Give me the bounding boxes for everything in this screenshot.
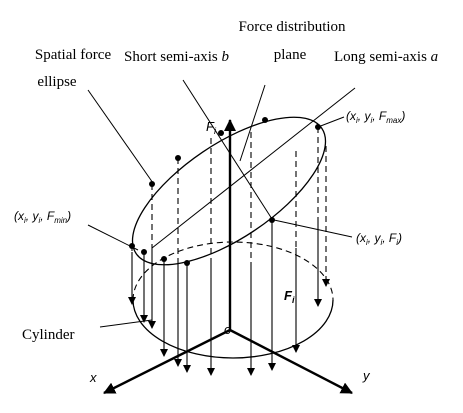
short-semi-axis-line bbox=[182, 79, 273, 220]
coord-fi: (xi, yi, Fi) bbox=[356, 231, 402, 247]
spatial-ellipse-label-2: ellipse bbox=[37, 74, 76, 90]
long-semi-axis-line bbox=[151, 87, 356, 249]
force-distribution-plane-label-1: Force distribution bbox=[238, 19, 346, 35]
cylinder-base-back bbox=[132, 241, 334, 301]
leader-fi bbox=[273, 219, 353, 238]
leader-fmax bbox=[317, 116, 345, 128]
y-axis bbox=[229, 328, 353, 395]
short-semi-axis-label: Short semi-axis b bbox=[124, 49, 230, 65]
coord-fmin: (xi, yi, Fmin) bbox=[14, 209, 71, 225]
x-axis-label: x bbox=[89, 370, 97, 385]
force-top-label: Fi bbox=[206, 119, 217, 136]
spatial-force-ellipse bbox=[131, 116, 327, 266]
long-semi-axis-label: Long semi-axis a bbox=[334, 49, 438, 65]
force-vectors bbox=[128, 127, 330, 376]
x-axis bbox=[103, 328, 231, 395]
force-bottom-label: Fi bbox=[284, 288, 295, 305]
leader-spatial-ellipse bbox=[87, 89, 154, 184]
cylinder-label: Cylinder bbox=[22, 327, 75, 343]
ellipse-points bbox=[129, 117, 321, 266]
cylinder-base-front bbox=[132, 299, 334, 359]
spatial-ellipse-label-1: Spatial force bbox=[35, 47, 112, 63]
coord-fmax: (xi, yi, Fmax) bbox=[346, 109, 405, 125]
origin-label: o bbox=[224, 322, 231, 337]
leader-force-plane bbox=[239, 84, 266, 162]
force-distribution-plane-label-2: plane bbox=[274, 47, 307, 63]
y-axis-label: y bbox=[362, 368, 371, 383]
